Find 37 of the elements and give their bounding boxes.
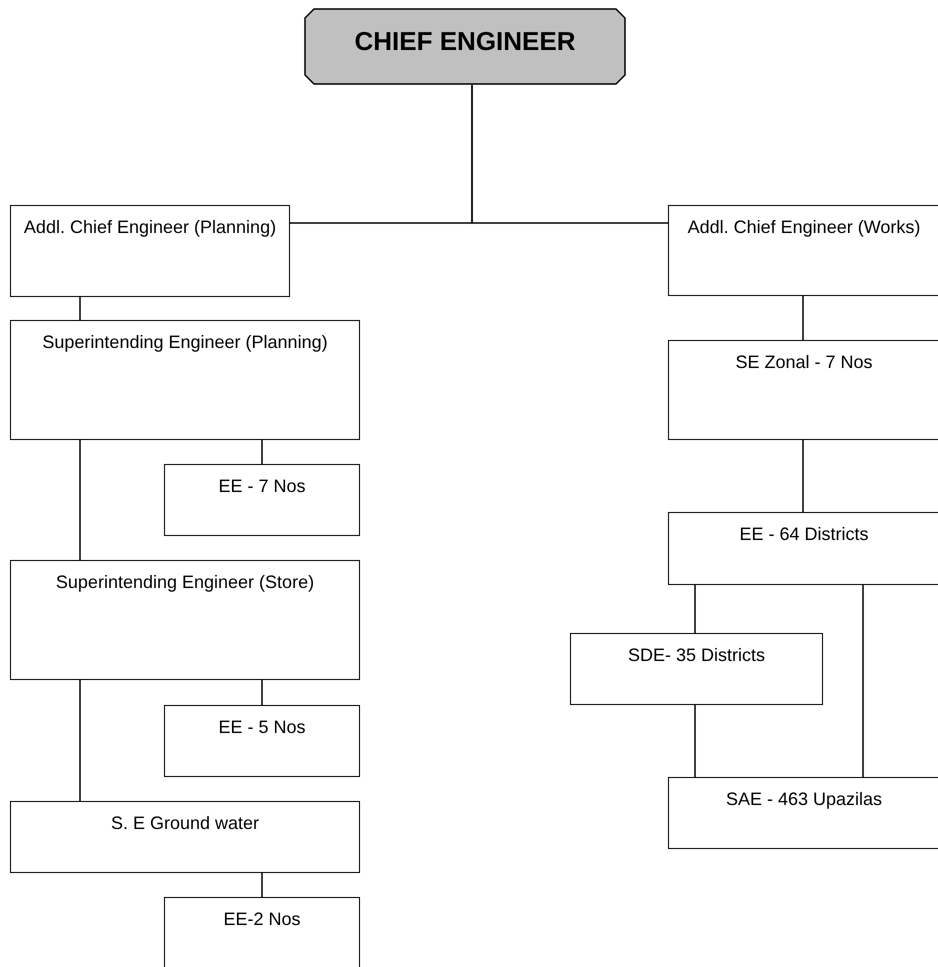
org-box bbox=[10, 801, 360, 873]
role-title: Addl. Chief Engineer (Works) bbox=[688, 217, 920, 237]
org-box bbox=[164, 464, 360, 536]
connector-line bbox=[79, 440, 81, 560]
org-box bbox=[10, 320, 360, 440]
connector-line bbox=[802, 296, 804, 340]
role-title: S. E Ground water bbox=[110, 813, 260, 833]
connector-line bbox=[471, 85, 668, 224]
role-title: Superintending Engineer (Planning) bbox=[42, 332, 328, 352]
role-title: Addl. Chief Engineer (Planning) bbox=[24, 217, 276, 237]
org-box bbox=[10, 205, 290, 297]
role-title: EE - 5 Nos bbox=[218, 717, 306, 737]
org-box bbox=[668, 340, 938, 440]
connector-line bbox=[694, 705, 696, 777]
role-title: EE-2 Nos bbox=[223, 909, 301, 929]
connector-line bbox=[802, 440, 804, 512]
org-box bbox=[10, 560, 360, 680]
connector-line bbox=[79, 680, 81, 801]
connector-line bbox=[261, 873, 263, 897]
connector-line bbox=[862, 585, 864, 777]
org-box bbox=[164, 897, 360, 967]
org-box bbox=[570, 633, 823, 705]
role-title: Superintending Engineer (Store) bbox=[56, 572, 314, 592]
org-box bbox=[668, 777, 938, 849]
role-title: EE - 64 Districts bbox=[739, 524, 869, 544]
connector-line bbox=[694, 585, 696, 633]
role-title: SDE- 35 Districts bbox=[628, 645, 766, 665]
role-title: SE Zonal - 7 Nos bbox=[735, 352, 873, 372]
role-title: EE - 7 Nos bbox=[218, 476, 306, 496]
connector-line bbox=[261, 440, 263, 464]
org-box bbox=[668, 512, 938, 585]
connector-line bbox=[261, 680, 263, 705]
org-box bbox=[668, 205, 938, 296]
org-box bbox=[164, 705, 360, 777]
connector-line bbox=[79, 297, 81, 320]
role-title: CHIEF ENGINEER bbox=[354, 26, 576, 56]
role-title: SAE - 463 Upazilas bbox=[726, 789, 882, 809]
